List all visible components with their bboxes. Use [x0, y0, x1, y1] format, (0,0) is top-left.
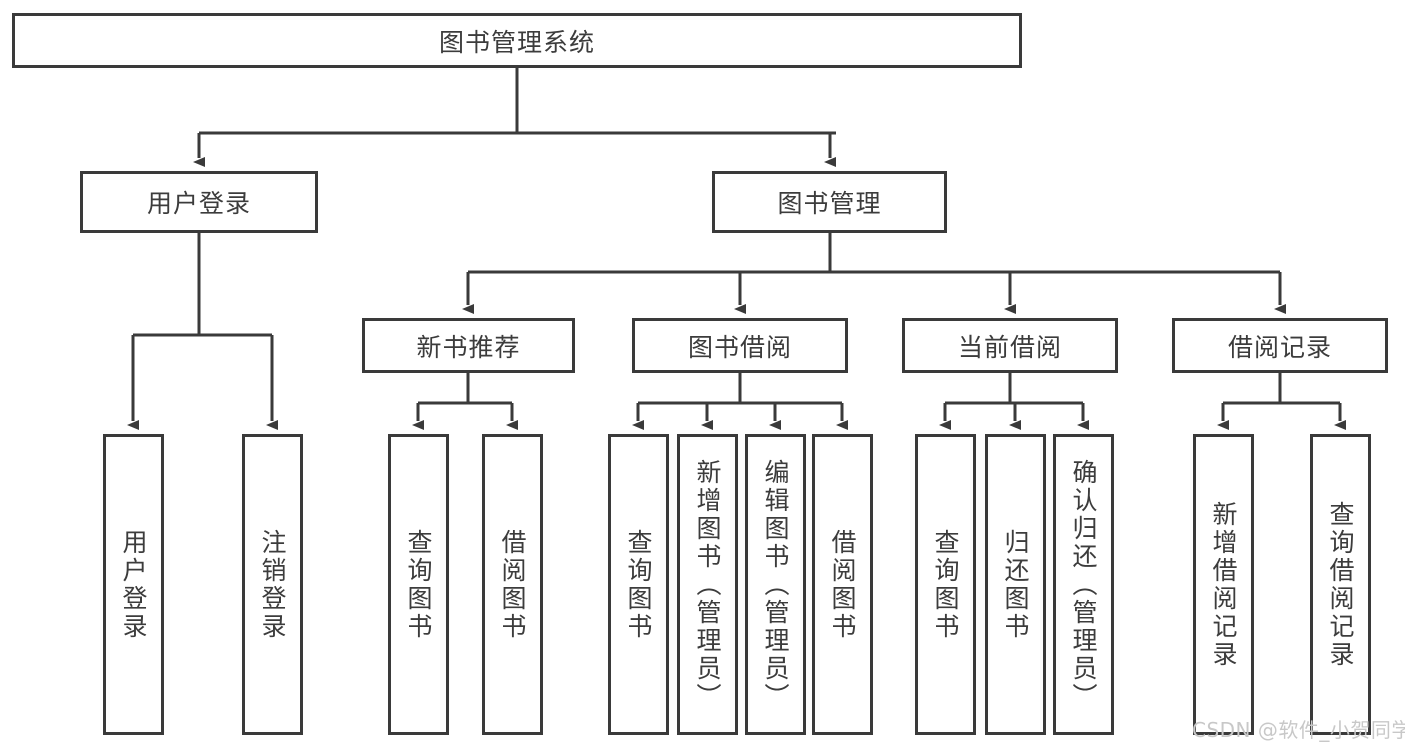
node-user-login[interactable]: 用户登录: [80, 171, 318, 233]
node-leaf-edit-book[interactable]: 编辑图书（管理员）: [745, 434, 806, 735]
node-leaf-query-book-borrow[interactable]: 查询图书: [608, 434, 669, 735]
node-new-book-recommend-label: 新书推荐: [416, 332, 521, 362]
node-leaf-add-borrow-record[interactable]: 新增借阅记录: [1193, 434, 1254, 735]
node-borrow-record[interactable]: 借阅记录: [1172, 318, 1388, 373]
node-leaf-borrow-book-label: 借阅图书: [828, 528, 857, 641]
watermark-text: CSDN @软件_小贺同学: [1192, 718, 1405, 742]
node-leaf-add-borrow-record-label: 新增借阅记录: [1209, 500, 1238, 669]
node-leaf-return-book[interactable]: 归还图书: [985, 434, 1046, 735]
node-borrow-record-label: 借阅记录: [1227, 332, 1332, 362]
node-leaf-return-book-label: 归还图书: [1001, 528, 1030, 641]
node-leaf-edit-book-label: 编辑图书（管理员）: [761, 458, 790, 711]
node-leaf-borrow-book-recommend-label: 借阅图书: [498, 528, 527, 641]
node-leaf-query-book-recommend[interactable]: 查询图书: [388, 434, 449, 735]
node-leaf-borrow-book[interactable]: 借阅图书: [812, 434, 873, 735]
node-leaf-confirm-return-label: 确认归还（管理员）: [1069, 458, 1098, 711]
node-leaf-confirm-return[interactable]: 确认归还（管理员）: [1053, 434, 1114, 735]
node-user-login-label: 用户登录: [146, 189, 251, 218]
node-leaf-query-book-current-label: 查询图书: [931, 528, 960, 641]
node-leaf-query-book-recommend-label: 查询图书: [404, 528, 433, 641]
node-current-borrow[interactable]: 当前借阅: [902, 318, 1118, 373]
node-book-management[interactable]: 图书管理: [712, 171, 947, 233]
node-book-management-label: 图书管理: [777, 189, 882, 218]
node-leaf-query-borrow-record[interactable]: 查询借阅记录: [1310, 434, 1371, 735]
node-leaf-borrow-book-recommend[interactable]: 借阅图书: [482, 434, 543, 735]
node-leaf-user-logout-label: 注销登录: [258, 528, 287, 641]
node-leaf-user-login[interactable]: 用户登录: [103, 434, 164, 735]
node-new-book-recommend[interactable]: 新书推荐: [362, 318, 575, 373]
node-book-borrow[interactable]: 图书借阅: [632, 318, 848, 373]
node-leaf-query-book-borrow-label: 查询图书: [624, 528, 653, 641]
node-leaf-query-book-current[interactable]: 查询图书: [915, 434, 976, 735]
node-leaf-add-book-label: 新增图书（管理员）: [693, 458, 722, 711]
node-root-label: 图书管理系统: [438, 27, 595, 57]
node-leaf-user-logout[interactable]: 注销登录: [242, 434, 303, 735]
node-root[interactable]: 图书管理系统: [12, 13, 1022, 68]
node-leaf-query-borrow-record-label: 查询借阅记录: [1326, 500, 1355, 669]
node-leaf-user-login-label: 用户登录: [119, 528, 148, 641]
node-book-borrow-label: 图书借阅: [687, 332, 792, 362]
node-leaf-add-book[interactable]: 新增图书（管理员）: [677, 434, 738, 735]
node-current-borrow-label: 当前借阅: [957, 332, 1062, 362]
